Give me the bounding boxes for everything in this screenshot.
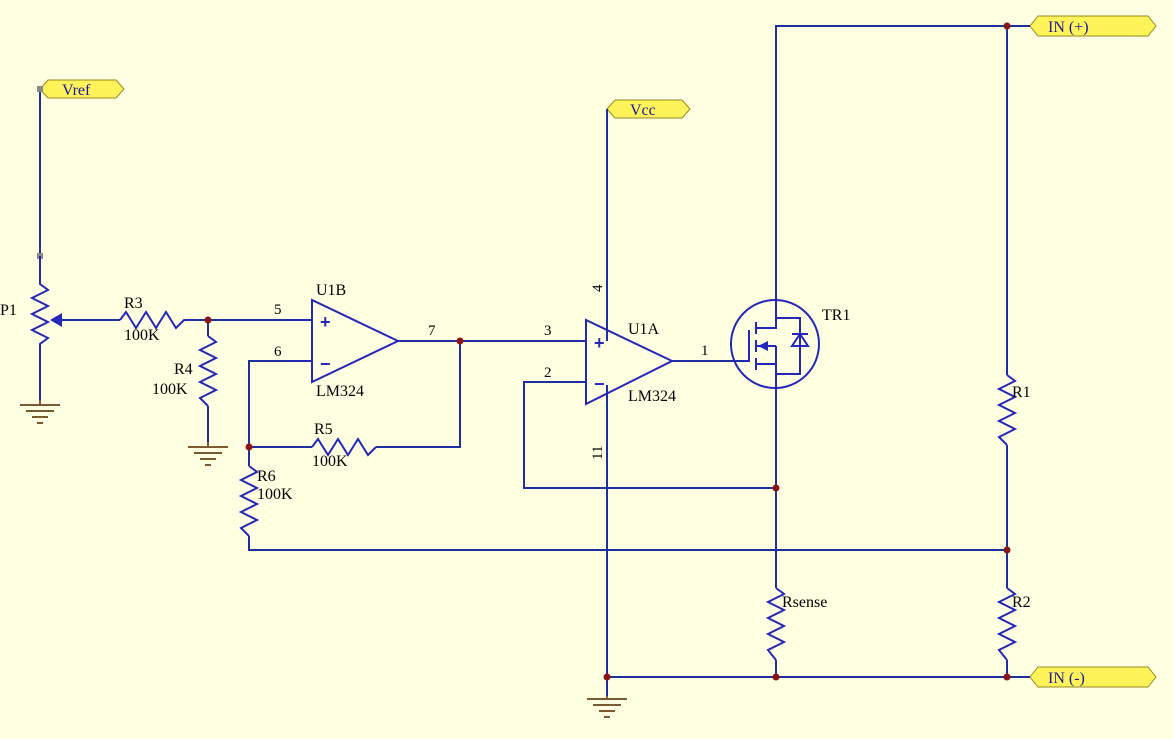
port-in-positive[interactable]: IN (+)	[1029, 15, 1157, 37]
junction-dot	[204, 316, 212, 324]
resistor-r2[interactable]: R2	[996, 587, 1031, 661]
ground-symbol-main	[587, 696, 627, 718]
u1a-plus-sign: +	[594, 333, 605, 353]
u1b-pin-7: 7	[428, 323, 436, 339]
u1a-pin-4: 4	[590, 284, 606, 292]
resistor-r6[interactable]: R6 100K	[238, 465, 293, 537]
tr1-label: TR1	[822, 307, 850, 324]
r1-label: R1	[1012, 384, 1031, 401]
resistor-r3[interactable]: R3 100K	[119, 295, 190, 344]
wiper-arrow-icon	[50, 313, 62, 327]
opamp-u1a[interactable]: + − U1A LM324 3 2 1 4 11	[544, 284, 709, 460]
resistor-rsense[interactable]: Rsense	[765, 587, 827, 661]
u1a-pin-1: 1	[701, 343, 709, 359]
u1b-pin-5: 5	[274, 302, 282, 318]
u1a-pin-3: 3	[544, 323, 552, 339]
resistor-r4[interactable]: R4 100K	[152, 335, 219, 407]
junction-dot	[1003, 22, 1011, 30]
junctions	[37, 22, 1011, 681]
u1b-plus-sign: +	[320, 312, 331, 332]
junction-dot	[772, 484, 780, 492]
port-in-negative[interactable]: IN (-)	[1029, 666, 1157, 688]
port-vref[interactable]: Vref	[39, 79, 125, 99]
r3-value: 100K	[124, 327, 160, 344]
r4-label: R4	[174, 361, 193, 378]
junction-dot	[456, 337, 464, 345]
r6-label: R6	[257, 468, 276, 485]
u1a-pin-2: 2	[544, 365, 552, 381]
body-arrow-icon	[758, 341, 768, 351]
opamp-u1b[interactable]: + − U1B LM324 5 6 7	[274, 282, 436, 400]
r3-label: R3	[124, 295, 143, 312]
ground-symbol-r4	[188, 442, 228, 466]
mosfet-tr1[interactable]: TR1	[730, 299, 850, 389]
port-in-negative-label: IN (-)	[1048, 670, 1085, 687]
u1b-minus-sign: −	[320, 354, 331, 374]
u1b-label: U1B	[316, 282, 346, 299]
resistor-r1[interactable]: R1	[996, 374, 1031, 446]
rsense-label: Rsense	[782, 594, 827, 611]
r5-value: 100K	[312, 453, 348, 470]
u1a-pin-11: 11	[590, 446, 606, 460]
junction-dot	[603, 673, 611, 681]
junction-dot	[245, 443, 253, 451]
u1a-part: LM324	[628, 388, 676, 405]
port-vref-label: Vref	[62, 82, 91, 99]
r2-label: R2	[1012, 594, 1031, 611]
pin-marker	[37, 86, 43, 92]
ground-symbol-p1	[20, 400, 60, 424]
u1b-pin-6: 6	[274, 344, 282, 360]
r5-label: R5	[314, 421, 333, 438]
resistor-r5[interactable]: R5 100K	[311, 421, 377, 470]
r4-value: 100K	[152, 381, 188, 398]
r6-value: 100K	[257, 486, 293, 503]
port-vcc[interactable]: Vcc	[606, 99, 691, 119]
u1a-minus-sign: −	[594, 374, 605, 394]
junction-dot	[772, 673, 780, 681]
port-vcc-label: Vcc	[630, 102, 656, 119]
u1b-part: LM324	[316, 383, 364, 400]
junction-dot	[1003, 673, 1011, 681]
potentiometer-p1[interactable]: P1	[0, 256, 62, 400]
port-in-positive-label: IN (+)	[1048, 19, 1089, 36]
p1-label: P1	[0, 302, 17, 319]
junction-dot	[1003, 546, 1011, 554]
u1a-label: U1A	[628, 321, 660, 338]
